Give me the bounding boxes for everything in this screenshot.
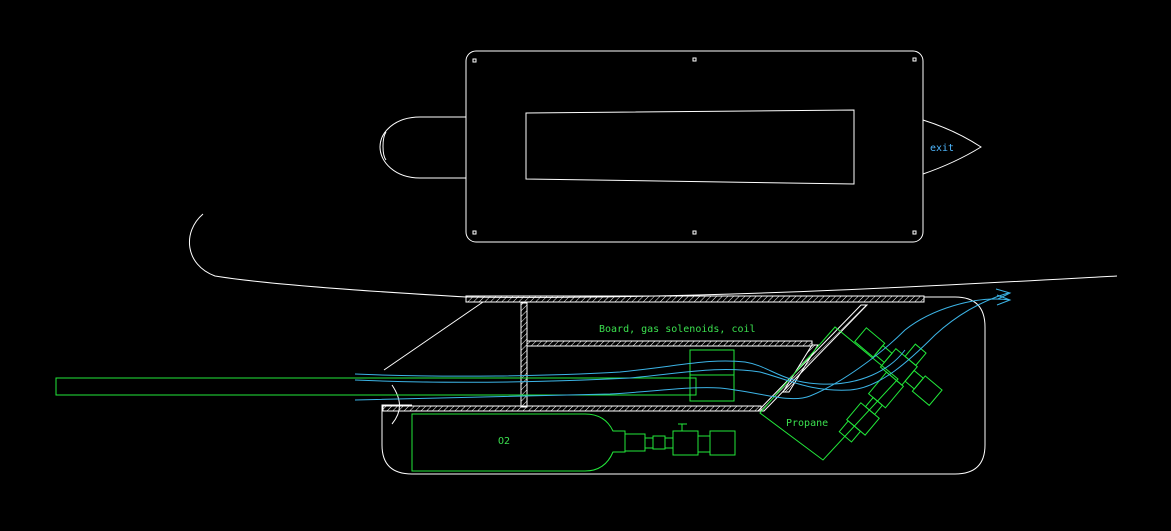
board-shelf-hatch [526, 340, 813, 347]
o2-cylinder-outline [411, 413, 626, 472]
side-view [189, 213, 1118, 475]
lower-shelf-hatch [382, 405, 762, 412]
propane-label: Propane [786, 418, 828, 429]
nose-tip-outline [382, 131, 387, 161]
top-window-outline [525, 109, 855, 185]
propane-tank-outline [759, 326, 899, 461]
divider-wall-hatch [520, 302, 528, 408]
mounting-holes [472, 57, 917, 235]
flow-arrow-2 [996, 294, 1012, 306]
o2-connector-2 [652, 435, 666, 450]
nose-cone-outline [379, 116, 466, 179]
o2-fitting-1 [697, 435, 711, 453]
gas-flow [354, 288, 1012, 401]
gas-flow-line-2 [354, 292, 1009, 391]
top-plate-outline [465, 50, 924, 243]
o2-fitting-2 [709, 430, 736, 456]
components [55, 326, 943, 472]
body-contour-line [189, 213, 1118, 298]
o2-valve-outline [672, 430, 699, 456]
front-slope-line [383, 301, 484, 371]
o2-connector-1 [644, 437, 654, 449]
o2-valve-stem [678, 423, 687, 431]
o2-regulator-outline [624, 433, 646, 452]
exit-label: exit [930, 143, 954, 154]
gas-flow-line-1 [354, 349, 906, 385]
top-plate-hatch [465, 295, 925, 303]
enclosure-outline [381, 296, 986, 475]
o2-label: O2 [498, 436, 510, 447]
propane-valve-assembly [838, 327, 943, 443]
board-label: Board, gas solenoids, coil [599, 324, 756, 335]
o2-connector-3 [664, 437, 674, 449]
gas-flow-line-3 [354, 298, 1011, 401]
exit-nozzle-outline [922, 119, 982, 175]
feed-tube-outline [55, 377, 697, 396]
top-view [379, 50, 982, 243]
